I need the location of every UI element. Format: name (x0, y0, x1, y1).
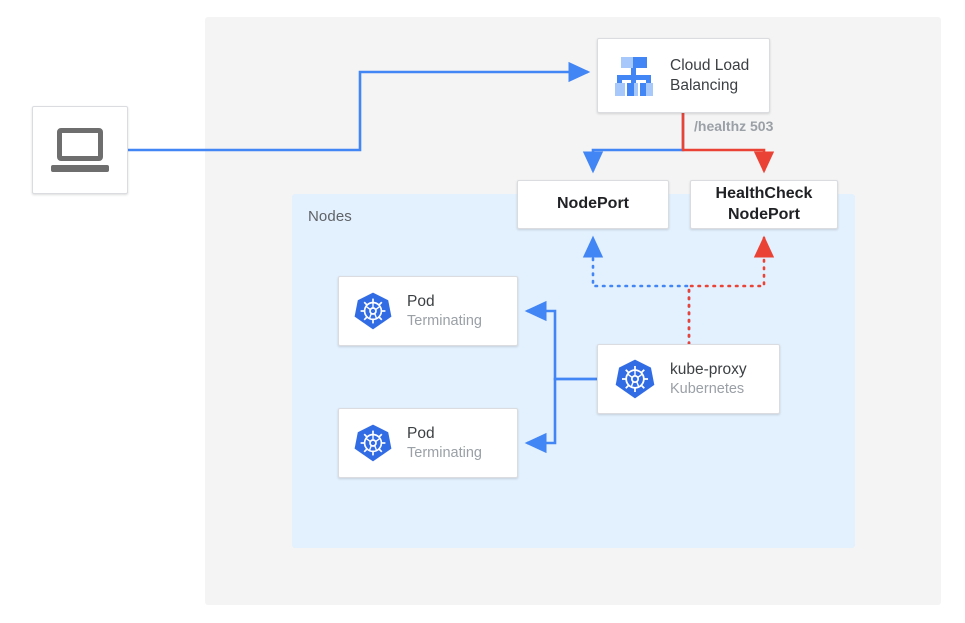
cloud-load-balancing-icon (612, 56, 658, 96)
pod-node-2[interactable]: Pod Terminating (338, 408, 518, 478)
kubernetes-icon (354, 292, 392, 330)
kube-proxy-subtitle: Kubernetes (670, 380, 745, 397)
laptop-icon (51, 128, 109, 172)
healthcheck-nodeport-label-line2: NodePort (727, 205, 800, 223)
nodes-region-label: Nodes (308, 208, 352, 225)
kube-proxy-node[interactable]: kube-proxy Kubernetes (597, 344, 780, 414)
cloud-load-balancing-title-line1: Cloud Load (670, 57, 750, 75)
healthcheck-nodeport-label-line1: HealthCheck (715, 184, 813, 202)
healthz-status-label: /healthz 503 (694, 118, 774, 134)
client-node[interactable] (32, 106, 128, 194)
nodeport-label: NodePort (557, 195, 629, 213)
cloud-load-balancing-node[interactable]: Cloud Load Balancing (597, 38, 770, 113)
pod-node-1[interactable]: Pod Terminating (338, 276, 518, 346)
nodeport-node[interactable]: NodePort (517, 180, 669, 229)
kubernetes-icon (354, 424, 392, 462)
cloud-load-balancing-title-line2: Balancing (670, 76, 739, 94)
kubernetes-icon (615, 359, 655, 399)
pod-1-status: Terminating (407, 312, 482, 329)
kube-proxy-title: kube-proxy (670, 361, 747, 379)
pod-2-title: Pod (407, 425, 435, 443)
pod-1-title: Pod (407, 293, 435, 311)
healthcheck-nodeport-node[interactable]: HealthCheck NodePort (690, 180, 838, 229)
pod-2-status: Terminating (407, 444, 482, 461)
